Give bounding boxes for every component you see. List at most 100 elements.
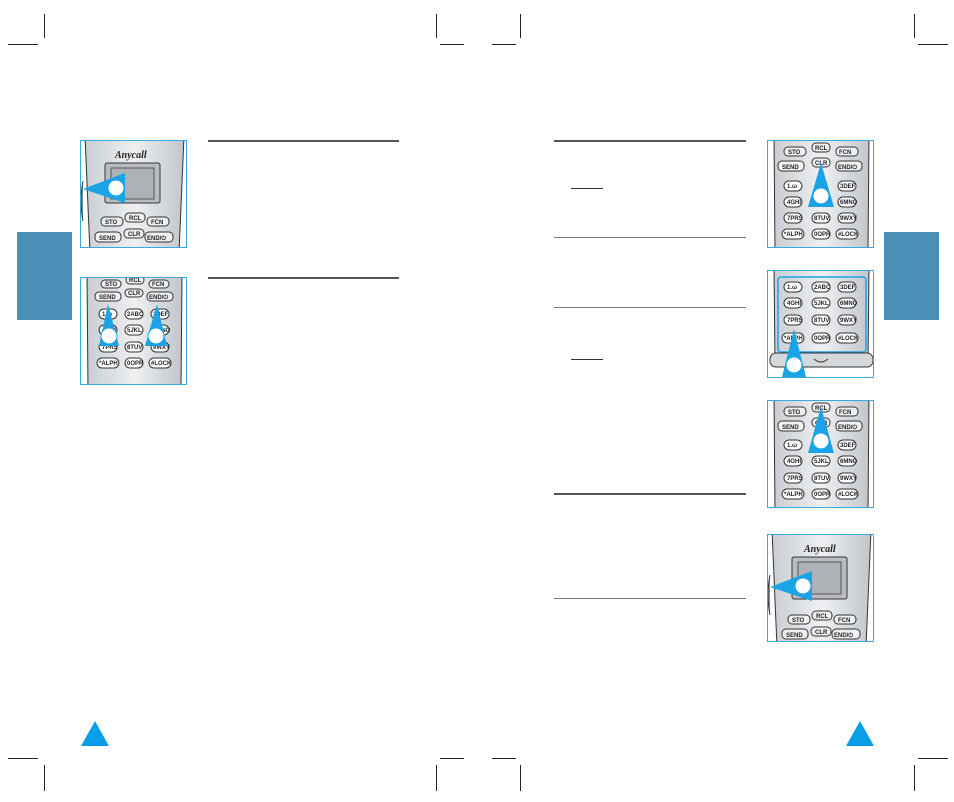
crop-mark (492, 758, 516, 759)
svg-text:*ALPH: *ALPH (784, 492, 803, 498)
crop-mark (8, 44, 38, 45)
svg-text:8TUV: 8TUV (814, 318, 829, 324)
section-tab-right (884, 232, 939, 320)
phone-display-illustration: Anycall STO RCL FCN SEND CLR END/⏻ (80, 140, 187, 248)
crop-mark (520, 765, 521, 791)
svg-text:8TUV: 8TUV (127, 345, 142, 351)
section-rule (208, 140, 399, 142)
brand-logo: Anycall (114, 150, 147, 161)
svg-text:#LOCK: #LOCK (838, 492, 859, 498)
pointer-triangle-icon (770, 571, 812, 601)
pointer-triangle-icon (808, 407, 834, 453)
keypad-illustration: STO RCL FCN SEND CLR END/⏻ 1.ω 2ABC 3DEF… (80, 277, 187, 385)
svg-text:5JKL: 5JKL (127, 328, 142, 334)
svg-text:9WXY: 9WXY (840, 216, 857, 222)
section-rule (554, 237, 746, 238)
crop-mark (44, 765, 45, 791)
svg-text:1.ω: 1.ω (787, 443, 797, 449)
svg-text:STO: STO (105, 220, 118, 226)
svg-text:2ABC: 2ABC (814, 285, 831, 291)
svg-text:3DEF: 3DEF (840, 285, 856, 291)
note-underline (571, 359, 603, 360)
svg-text:6MNO: 6MNO (840, 459, 858, 465)
svg-text:RCL: RCL (816, 614, 829, 620)
svg-text:STO: STO (788, 410, 801, 416)
svg-text:FCN: FCN (152, 282, 164, 288)
svg-text:4GHI: 4GHI (787, 301, 801, 307)
svg-text:*ALPH: *ALPH (99, 361, 118, 367)
svg-text:STO: STO (788, 150, 801, 156)
section-tab-left (17, 232, 72, 320)
svg-text:END/⏻: END/⏻ (838, 164, 857, 171)
svg-text:0OPR: 0OPR (127, 361, 144, 367)
section-rule (554, 140, 746, 142)
svg-text:3DEF: 3DEF (840, 443, 856, 449)
svg-text:CLR: CLR (128, 232, 141, 238)
page-marker-triangle-icon (846, 721, 874, 746)
keypad-star-illustration: 1.ω 2ABC 3DEF 4GHI 5JKL 6MNO 7PRS 8TUV 9… (767, 270, 874, 378)
svg-text:7PRS: 7PRS (787, 318, 803, 324)
svg-text:0OPR: 0OPR (814, 492, 831, 498)
svg-text:9WXY: 9WXY (840, 318, 857, 324)
crop-mark (918, 44, 948, 45)
svg-text:RCL: RCL (129, 216, 142, 222)
svg-text:7PRS: 7PRS (102, 345, 118, 351)
keypad-rcl-illustration: STO RCL FCN SEND CLR END/⏻ 1.ω 3DEF 4GHI… (767, 400, 874, 508)
crop-mark (8, 758, 38, 759)
svg-text:SEND: SEND (782, 425, 799, 431)
note-underline (571, 188, 603, 189)
svg-text:7PRS: 7PRS (787, 216, 803, 222)
keypad-clr-illustration: STO RCL FCN SEND CLR END/⏻ 1.ω 3DEF 4GHI… (767, 140, 874, 248)
svg-text:SEND: SEND (786, 633, 803, 639)
svg-text:SEND: SEND (99, 236, 116, 242)
crop-mark (44, 14, 45, 38)
crop-mark (492, 44, 516, 45)
svg-text:8TUV: 8TUV (814, 476, 829, 482)
svg-text:4GHI: 4GHI (787, 459, 801, 465)
svg-text:5JKL: 5JKL (814, 301, 829, 307)
svg-text:3DEF: 3DEF (840, 184, 856, 190)
pointer-triangle-icon (782, 329, 806, 377)
svg-text:END/⏻: END/⏻ (834, 632, 853, 639)
svg-text:RCL: RCL (129, 278, 142, 284)
svg-text:END/⏻: END/⏻ (147, 235, 166, 242)
svg-text:SEND: SEND (782, 165, 799, 171)
svg-text:#LOCK: #LOCK (838, 232, 859, 238)
svg-text:5JKL: 5JKL (814, 459, 829, 465)
phone-display-side-key-illustration: Anycall STO RCL FCN SEND CLR END/⏻ (767, 534, 874, 642)
section-rule (554, 598, 746, 599)
pointer-triangle-icon (99, 304, 119, 346)
svg-text:RCL: RCL (815, 146, 828, 152)
svg-text:FCN: FCN (151, 220, 163, 226)
crop-mark (440, 44, 464, 45)
svg-text:3DEF: 3DEF (153, 312, 169, 318)
svg-text:STO: STO (792, 618, 805, 624)
svg-text:6MNO: 6MNO (840, 301, 858, 307)
pointer-triangle-icon (808, 163, 834, 207)
soft-keys: STO RCL FCN SEND CLR END/⏻ (94, 212, 174, 243)
svg-text:#LOCK: #LOCK (838, 336, 859, 342)
svg-text:END/⏻: END/⏻ (149, 294, 168, 301)
crop-mark (914, 14, 915, 38)
svg-text:1.ω: 1.ω (787, 184, 797, 190)
svg-text:FCN: FCN (838, 618, 850, 624)
crop-mark (520, 14, 521, 38)
svg-text:1.ω: 1.ω (787, 285, 797, 291)
svg-text:9WXY: 9WXY (840, 476, 857, 482)
crop-mark (440, 758, 464, 759)
pointer-triangle-icon (145, 304, 167, 346)
crop-mark (914, 765, 915, 791)
svg-text:#LOCK: #LOCK (151, 361, 172, 367)
svg-text:6MNO: 6MNO (840, 200, 858, 206)
svg-text:4GHI: 4GHI (787, 200, 801, 206)
section-rule (554, 493, 746, 495)
svg-text:SEND: SEND (99, 295, 116, 301)
svg-text:CLR: CLR (815, 630, 828, 636)
svg-text:0OPR: 0OPR (814, 232, 831, 238)
brand-logo: Anycall (803, 544, 836, 555)
crop-mark (436, 14, 437, 38)
svg-text:9WXY: 9WXY (153, 345, 170, 351)
svg-text:2ABC: 2ABC (127, 312, 144, 318)
svg-text:7PRS: 7PRS (787, 476, 803, 482)
svg-text:0OPR: 0OPR (814, 336, 831, 342)
